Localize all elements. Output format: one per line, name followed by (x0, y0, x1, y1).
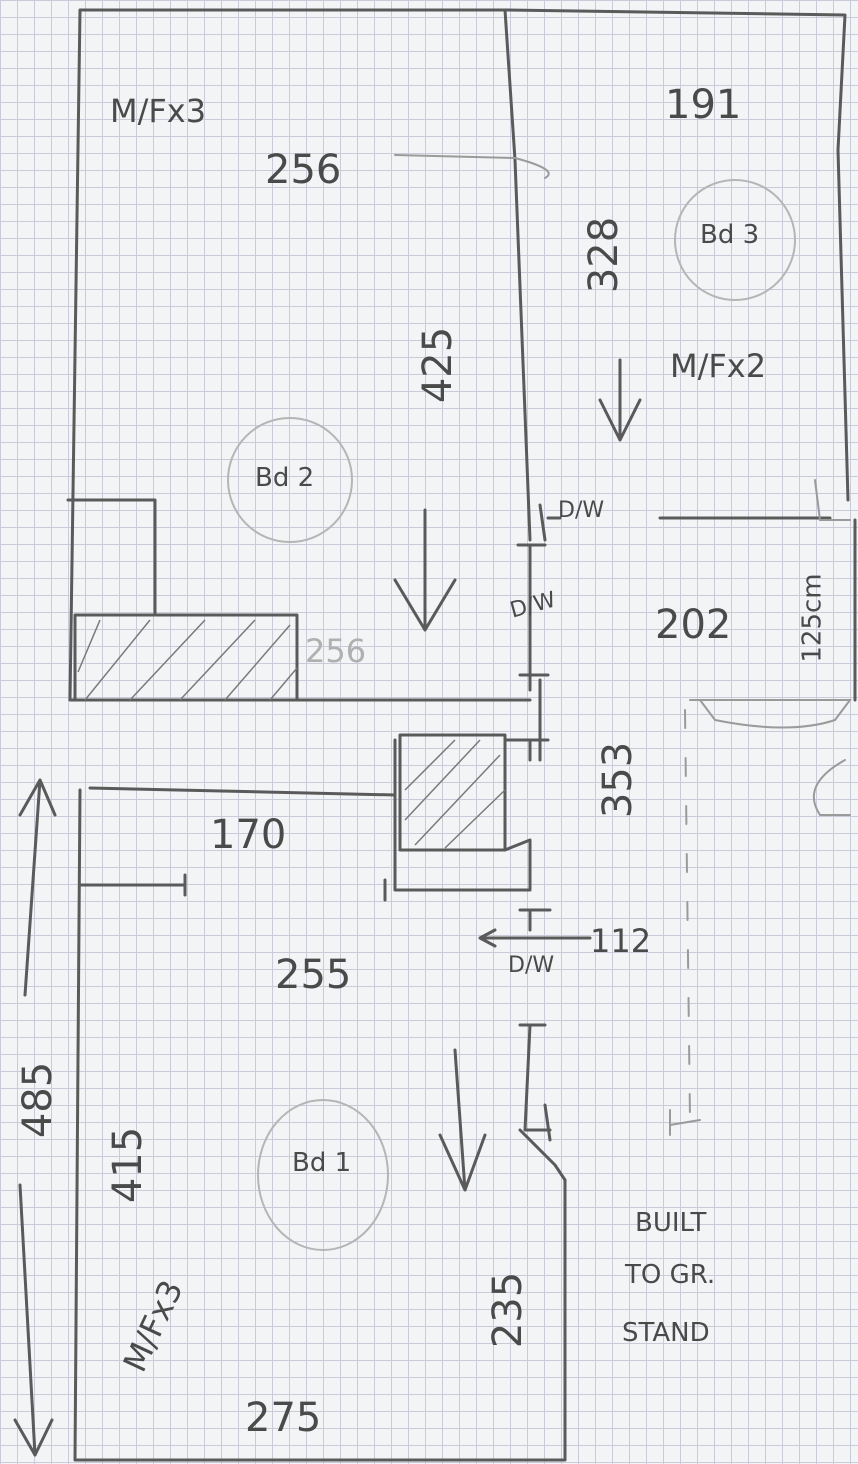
bed1-side-label: 235 (485, 1271, 532, 1349)
cupboard-frame (393, 738, 532, 892)
bed3-width-label: 191 (665, 82, 742, 128)
bed1-bottom-width-label: 275 (245, 1395, 322, 1441)
landing-door-marker-1 (516, 543, 550, 692)
bed3-door-arc (394, 154, 851, 521)
bed1-dimension-tick (78, 873, 387, 902)
bed2-feature-label: M/Fx3 (110, 92, 207, 130)
bed3-bottom-wall (538, 503, 832, 542)
bed1-room-label: Bd 1 (292, 1148, 352, 1178)
overall-length-label: 485 (15, 1061, 62, 1139)
bed3-length-label: 328 (581, 216, 628, 294)
bed2-room-label: Bd 2 (255, 463, 315, 493)
bed1-length-label: 415 (105, 1126, 152, 1204)
door-label-bed3: D/W (558, 498, 605, 523)
bed2-wall-outline (68, 8, 532, 702)
bed3-circle (674, 179, 796, 301)
bed1-direction-arrow (438, 1048, 487, 1192)
bed1-door (518, 1023, 567, 1182)
airing-cupboard-hatched (398, 733, 507, 852)
stair-gap-arrow (478, 908, 592, 948)
landing-height-label: 125cm (797, 573, 828, 663)
landing-stair-head (689, 699, 852, 729)
landing-curve (812, 759, 851, 816)
bed3-direction-arrow (598, 358, 642, 442)
note-line-1: BUILT (635, 1208, 707, 1238)
bed2-direction-arrow (393, 508, 457, 632)
stair-length-label: 353 (595, 741, 642, 819)
bed2-right-wall (503, 8, 532, 542)
note-line-2: TO GR. (625, 1260, 716, 1290)
bed3-room-label: Bd 3 (700, 220, 760, 250)
corridor-top-wall (88, 786, 397, 797)
door-label-bed1: D/W (508, 953, 555, 978)
bed2-length-label: 425 (415, 326, 462, 404)
bed2-width-label: 256 (265, 147, 342, 193)
corridor-label: 170 (210, 812, 287, 858)
bed3-wall-outline (503, 8, 850, 502)
bed2-wardrobe-step (66, 498, 157, 617)
landing-width-label: 202 (655, 602, 732, 648)
landing-dashed-line (684, 709, 691, 1121)
overall-length-arrow (13, 778, 57, 1457)
note-line-3: STAND (622, 1318, 710, 1348)
bed2-wardrobe-hatched (73, 613, 299, 702)
bed1-wall-outline (73, 788, 567, 1462)
bed3-feature-label: M/Fx2 (670, 347, 767, 385)
bed2-circle (227, 417, 353, 543)
stair-gap-label: 112 (590, 922, 652, 960)
bed1-width-label: 255 (275, 952, 352, 998)
landing-door-marker-2 (528, 678, 550, 762)
bed1-circle (257, 1099, 389, 1251)
bed2-faint-dimension: 256 (305, 632, 367, 670)
